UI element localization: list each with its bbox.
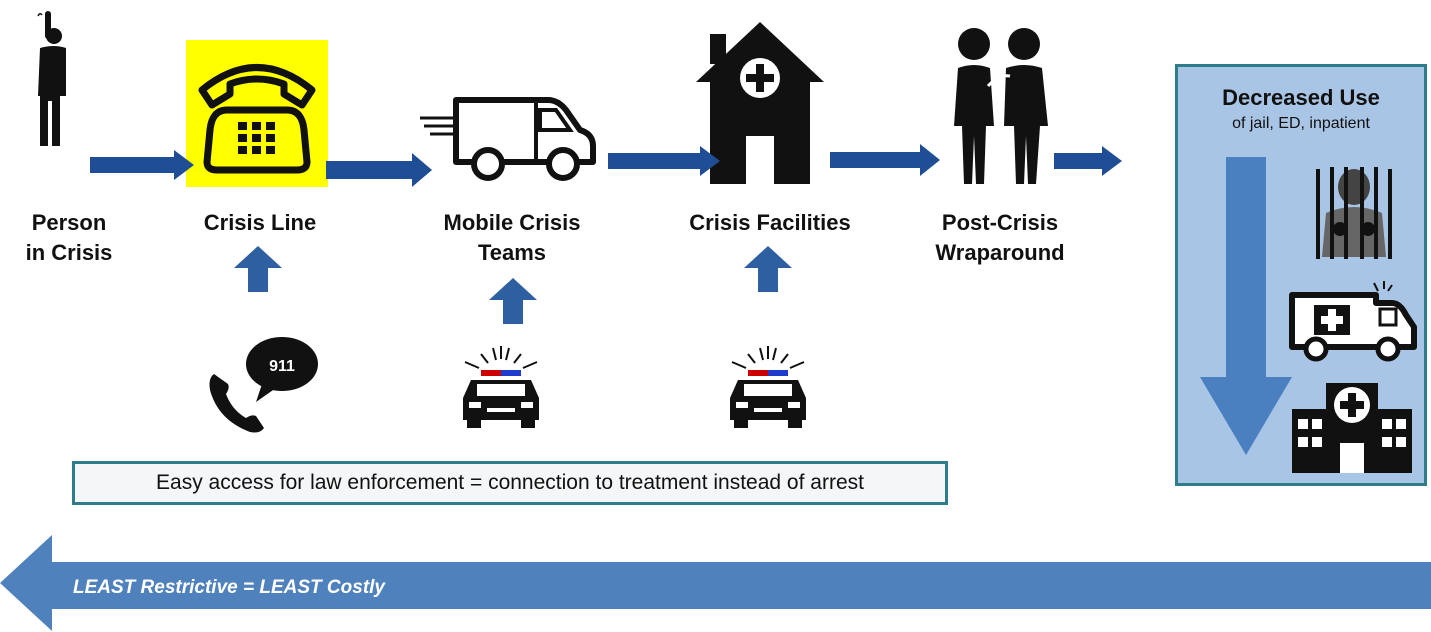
house-medical-icon	[696, 22, 824, 184]
stage-label-line1: Person	[31, 210, 107, 235]
outcome-title: Decreased Use	[1222, 85, 1380, 110]
supporting-people-icon	[954, 28, 1048, 184]
stage-label-post-crisis-wraparound: Post-Crisis Wraparound	[910, 208, 1090, 268]
access-note-text: Easy access for law enforcement = connec…	[156, 471, 864, 494]
stage-label-crisis-facilities: Crisis Facilities	[670, 208, 870, 238]
outcome-panel: Decreased Use of jail, ED, inpatient	[1175, 64, 1427, 486]
stage-label-line2: in Crisis	[25, 240, 113, 265]
van-icon	[420, 97, 596, 181]
flow-arrow-5	[1054, 146, 1122, 176]
stage-label-person-in-crisis: Person in Crisis	[4, 208, 134, 268]
up-arrow-crisis-line	[234, 246, 282, 292]
911-label: 911	[269, 358, 295, 375]
stage-label-crisis-line: Crisis Line	[180, 208, 340, 238]
least-restrictive-text: LEAST Restrictive = LEAST Costly	[73, 577, 385, 598]
stage-label-line1: Post-Crisis	[941, 210, 1059, 235]
flow-arrow-3	[608, 146, 720, 176]
up-arrow-crisis-facilities	[744, 246, 792, 292]
least-restrictive-banner	[0, 535, 1431, 631]
decrease-arrow	[1200, 157, 1292, 455]
police-car-icon	[730, 346, 806, 428]
stage-label-mobile-crisis-teams: Mobile Crisis Teams	[414, 208, 610, 268]
stage-label-line2: Wraparound	[935, 240, 1065, 265]
flow-arrow-1	[90, 150, 194, 180]
stage-label-line1: Mobile Crisis	[443, 210, 581, 235]
phone-911-icon: 911	[209, 337, 318, 433]
telephone-icon	[198, 64, 316, 174]
police-car-icon	[463, 346, 539, 428]
person-raising-hand-icon	[37, 11, 66, 146]
flow-arrow-2	[326, 153, 432, 187]
hospital-icon	[1292, 383, 1412, 473]
stage-label-line1: Crisis Line	[203, 210, 317, 235]
flow-arrow-4	[830, 144, 940, 176]
outcome-subtitle: of jail, ED, inpatient	[1232, 115, 1370, 132]
stage-label-line2: Teams	[477, 240, 547, 265]
access-note-box: Easy access for law enforcement = connec…	[72, 461, 948, 505]
jail-icon	[1316, 167, 1392, 259]
ambulance-icon	[1289, 281, 1417, 362]
up-arrow-mobile-crisis	[489, 278, 537, 324]
stage-label-line1: Crisis Facilities	[689, 210, 851, 235]
